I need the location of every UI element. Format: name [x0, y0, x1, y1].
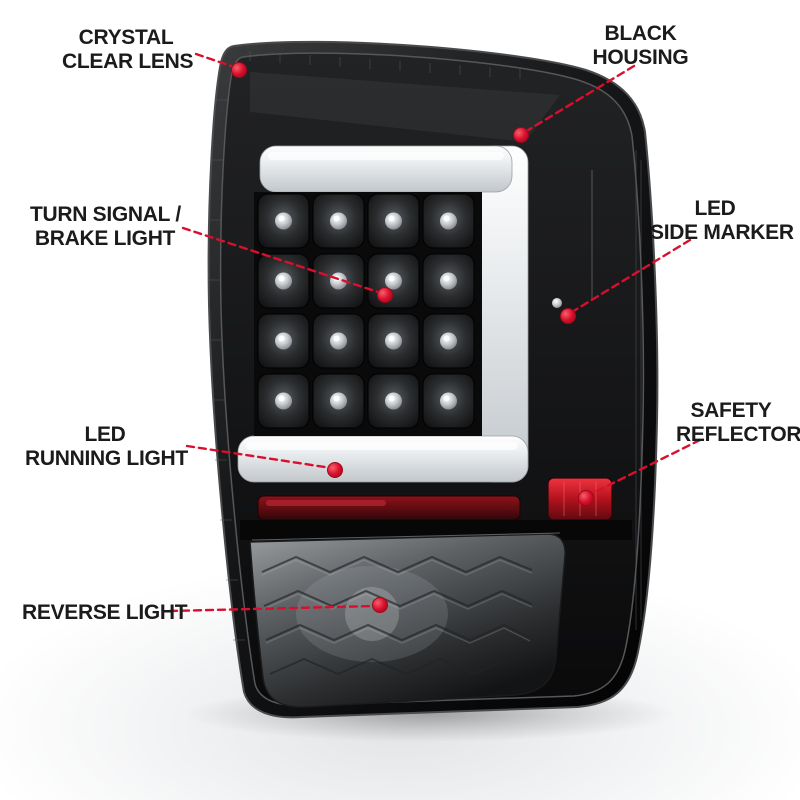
callout-line: SAFETY — [690, 399, 772, 422]
dot-turn-signal-brake-light — [377, 287, 393, 303]
callout-line: TURN SIGNAL / — [30, 203, 181, 226]
dot-safety-reflector — [578, 490, 594, 506]
reverse-light-lens — [240, 520, 632, 708]
leader-led-running-light — [185, 444, 333, 470]
leader-turn-signal-brake-light — [181, 226, 383, 295]
dot-crystal-clear-lens — [231, 62, 247, 78]
running-light-strip — [257, 495, 521, 521]
callout-line: REFLECTOR — [676, 422, 800, 446]
callout-crystal-clear-lens: CRYSTAL CLEAR LENS — [62, 26, 194, 73]
callout-line: BLACK — [604, 22, 677, 45]
callout-safety-reflector: SAFETY REFLECTOR — [676, 399, 800, 446]
callout-line: REVERSE LIGHT — [22, 601, 188, 624]
leader-dots — [231, 62, 594, 613]
callout-led-side-marker: LED SIDE MARKER — [650, 197, 794, 244]
leader-led-side-marker — [570, 238, 692, 314]
callout-line: RUNNING LIGHT — [25, 446, 188, 470]
callout-line: LED — [694, 197, 736, 220]
callout-line: CRYSTAL — [78, 26, 174, 49]
callout-black-housing: BLACK HOUSING — [588, 22, 693, 69]
callout-line: LED — [84, 423, 126, 446]
leader-black-housing — [523, 64, 636, 134]
leader-reverse-light — [168, 604, 378, 613]
callout-reverse-light: REVERSE LIGHT — [22, 601, 188, 625]
led-grid — [254, 192, 482, 436]
callout-line: BRAKE LIGHT — [34, 226, 176, 250]
light-bar — [237, 145, 529, 483]
lens-rib-texture — [209, 51, 642, 641]
dot-led-side-marker — [560, 308, 576, 324]
callout-line: HOUSING — [592, 45, 689, 69]
dot-black-housing — [513, 127, 529, 143]
callout-led-running-light: LED RUNNING LIGHT — [25, 423, 188, 470]
callout-line: CLEAR LENS — [62, 49, 194, 73]
dot-reverse-light — [372, 597, 388, 613]
leader-lines — [168, 52, 702, 613]
leader-safety-reflector — [587, 438, 702, 497]
leader-crystal-clear-lens — [194, 52, 236, 69]
callout-turn-signal-brake-light: TURN SIGNAL / BRAKE LIGHT — [30, 203, 181, 250]
callout-line: SIDE MARKER — [650, 220, 794, 244]
dot-led-running-light — [327, 462, 343, 478]
